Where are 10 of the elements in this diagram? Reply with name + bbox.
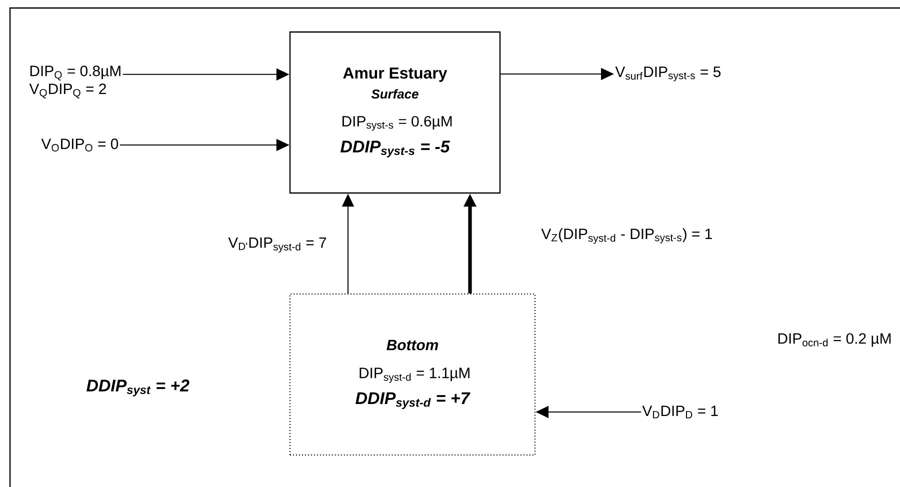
edge-label: V$_{Z}$(DIP$_{syst-d}$ - DIP$_{syst-s}$) = 1	[540, 227, 714, 245]
input-label: DIP$_{Q}$ = 0.8µM V$_{Q}$DIP$_{Q}$ = 2	[29, 66, 120, 98]
output-label: V$_{surf}$DIP$_{syst-s}$ = 5	[615, 66, 721, 82]
input-label: V$_{D}$DIP$_{D}$ = 1	[642, 406, 718, 418]
budget-label: DDIP$_{syst}$ = +2	[86, 380, 190, 396]
bottom-box: Bottom DIP$_{syst-d}$ = 1.1µM DDIP$_{syst-d}$ = +7	[290, 293, 536, 456]
input-label: V$_{O}$DIP$_{O}$ = 0	[41, 138, 118, 152]
concentration-label: DIP$_{ocn-d}$ = 0.2 µM	[778, 333, 891, 347]
edge-label: V$_{D'}$DIP$_{syst-d}$ = 7	[227, 236, 328, 254]
surface-box: Amur Estuary Surface DIP$_{syst-s}$ = 0.6µM DDIP$_{syst-s}$ = -5	[289, 31, 501, 194]
